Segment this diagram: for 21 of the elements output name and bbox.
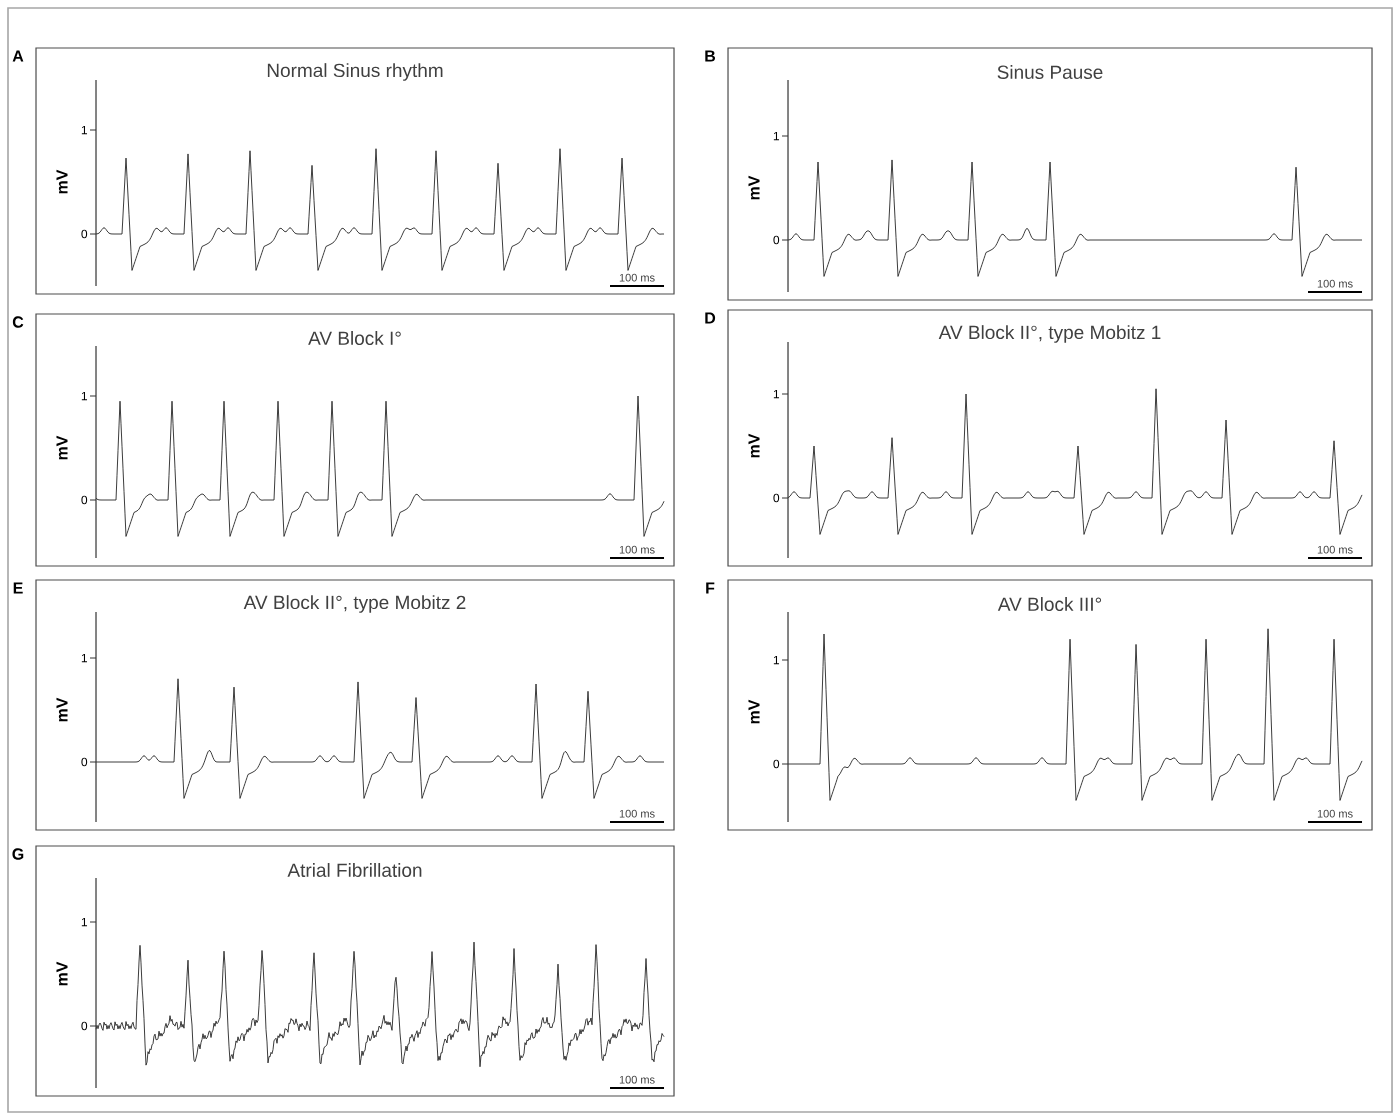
panel-title: AV Block II°, type Mobitz 1 [938,325,1161,343]
axis-label: mV [56,961,68,986]
panel-letter: C [12,316,24,328]
panel-letter: E [13,582,23,594]
panel-title: Atrial Fibrillation [287,863,422,877]
axis-label: mV [56,697,68,722]
panel-title: Sinus Pause [997,65,1103,79]
panel-letter: D [705,312,716,324]
panel-letter: F [706,582,715,594]
axis-label: mV [56,169,68,194]
axis-label: mV [748,433,760,458]
panel-letter: B [705,50,716,62]
panel-letter: A [12,50,24,62]
axis-label: mV [56,435,68,460]
panel-letter: G [12,848,24,860]
panel-title: Normal Sinus rhythm [267,63,443,81]
axis-label: mV [748,175,760,200]
panel-title: AV Block III° [997,597,1102,611]
panel-title: AV Block I° [308,331,401,345]
axis-label: mV [748,699,760,724]
panel-title: AV Block II°, type Mobitz 2 [243,595,466,613]
